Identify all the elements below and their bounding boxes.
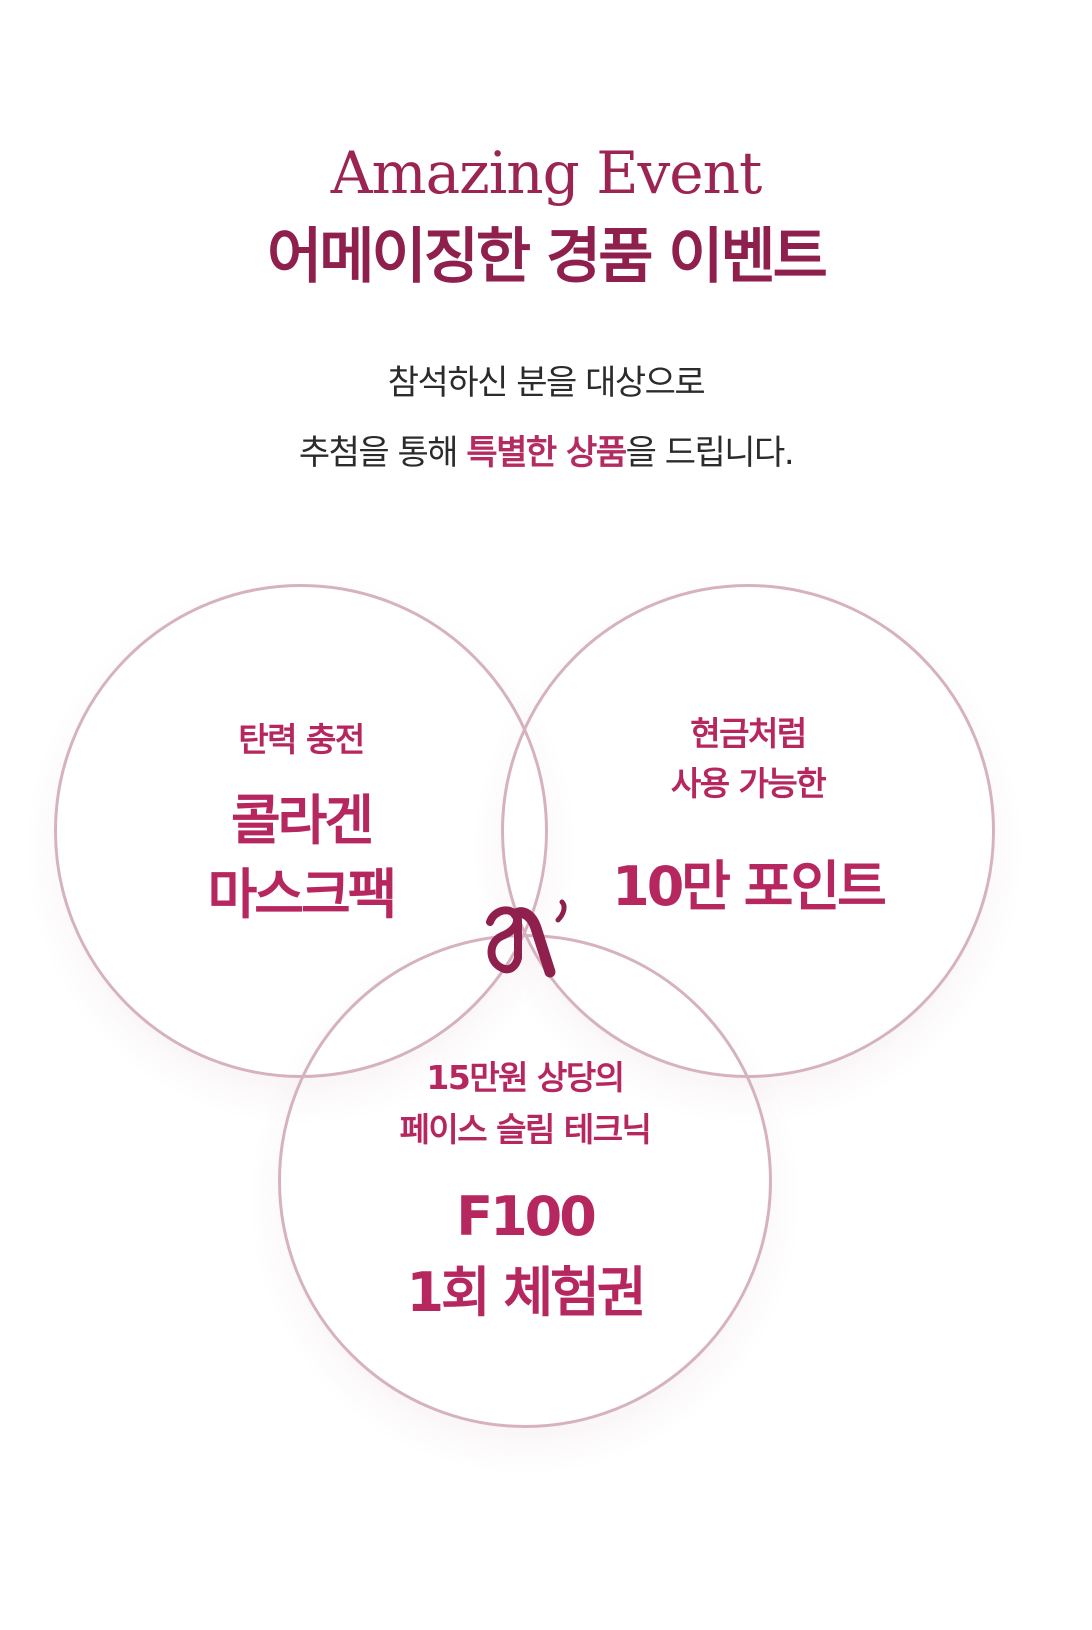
- prize-circle-bottom: [278, 934, 772, 1428]
- intro-line-1: 참석하신 분을 대상으로: [387, 363, 706, 403]
- prize-left-name-line-1: 콜라겐: [230, 789, 374, 852]
- prize-right-name: 10만 포인트: [612, 855, 887, 918]
- intro-line-2-suffix: 을 드립니다.: [625, 433, 795, 473]
- prize-right-caption-line-1: 현금처럼: [690, 714, 807, 753]
- brand-monogram-icon: [486, 899, 567, 978]
- intro-line-2-prefix: 추첨을 통해: [298, 433, 467, 473]
- prize-right-caption-line-2: 사용 가능한: [670, 764, 827, 803]
- prize-left-caption: 탄력 충전: [238, 720, 365, 759]
- prize-bottom-caption-line-2: 페이스 슬림 테크닉: [399, 1110, 652, 1149]
- prize-bottom-name-line-2: 1회 체험권: [406, 1261, 646, 1324]
- prize-left-name-line-2: 마스크팩: [207, 863, 398, 926]
- prize-bottom-name-line-1: F100: [456, 1185, 597, 1248]
- intro-line-2: 추첨을 통해 특별한 상품을 드립니다.: [0, 430, 1092, 476]
- event-title-english: Amazing Event: [330, 139, 763, 207]
- intro-highlight: 특별한 상품: [466, 433, 627, 473]
- event-title-korean: 어메이징한 경품 이벤트: [267, 222, 828, 292]
- prize-bottom-caption-line-1: 15만원 상당의: [426, 1058, 625, 1097]
